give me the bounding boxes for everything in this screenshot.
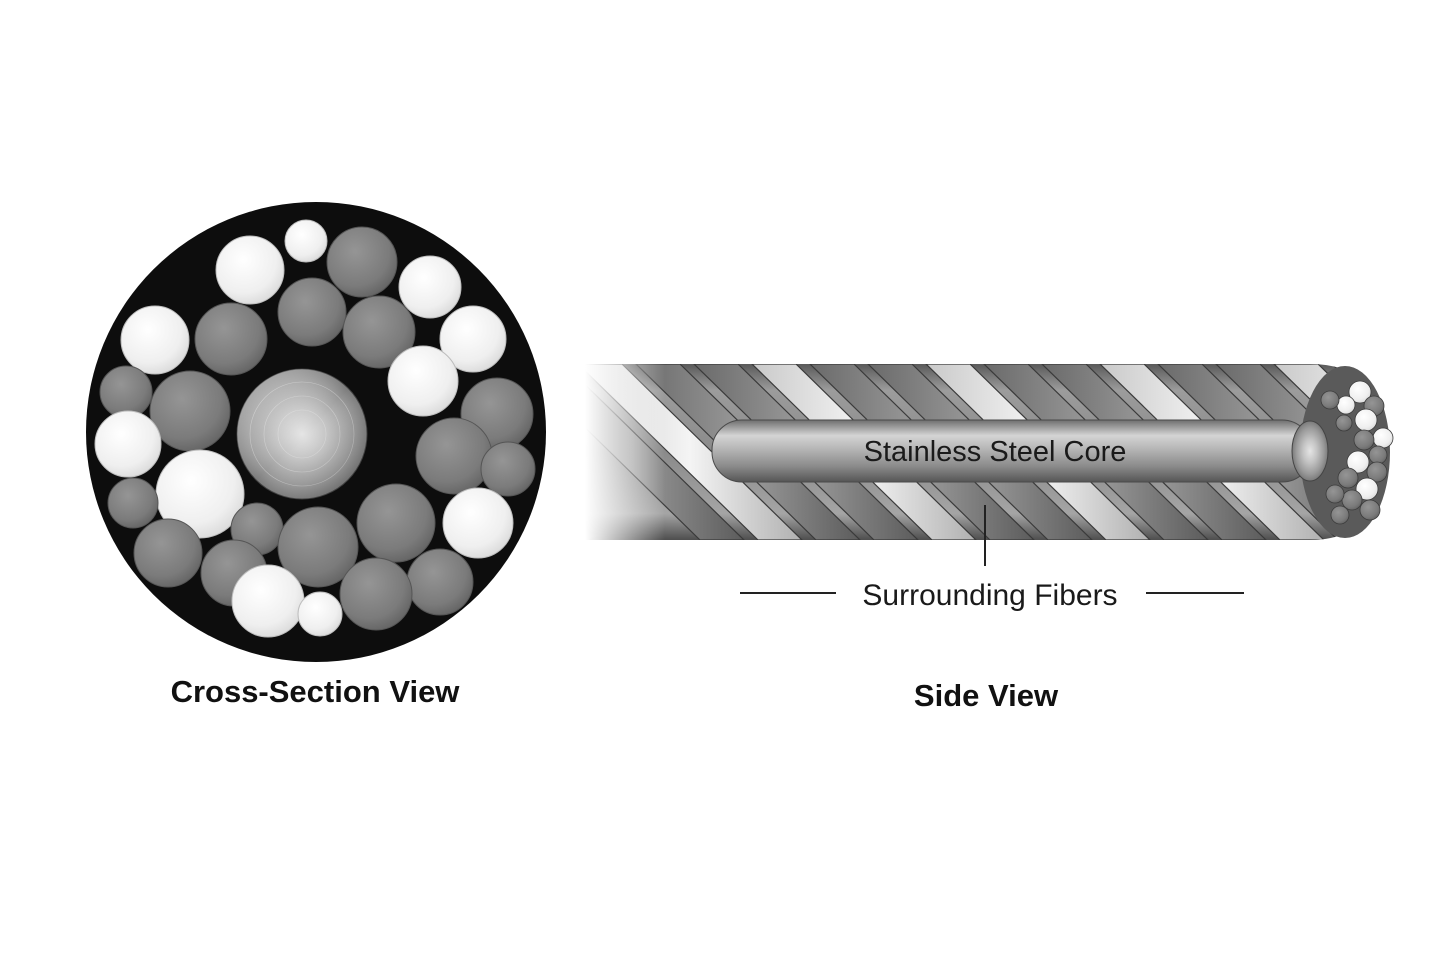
side-view-caption: Side View: [913, 678, 1059, 713]
fiber-strand-dark: [415, 417, 493, 495]
fiber-strand-dark: [342, 295, 416, 369]
fiber-strand-dark: [149, 370, 231, 452]
fiber-strand-light: [215, 235, 285, 305]
fiber-strand-dark: [99, 365, 153, 419]
end-strand-dark: [1341, 489, 1363, 511]
fiber-strand-light: [231, 564, 305, 638]
fiber-strand-light: [398, 255, 462, 319]
fiber-strand-dark: [277, 277, 347, 347]
fibers-label: Surrounding Fibers: [862, 579, 1117, 612]
fiber-strand-light: [284, 219, 328, 263]
end-strand-light: [1355, 477, 1379, 501]
end-strand-light: [1336, 395, 1356, 415]
end-strand-dark: [1330, 505, 1350, 525]
fiber-strand-light: [387, 345, 459, 417]
end-strand-dark: [1353, 429, 1375, 451]
fiber-strand-dark: [133, 518, 203, 588]
end-strand-dark: [1320, 390, 1340, 410]
cable-end-face: [1291, 366, 1394, 538]
fiber-strand-dark: [339, 557, 413, 631]
fiber-strand-light: [439, 305, 507, 373]
end-strand-dark: [1325, 484, 1345, 504]
end-strand-light: [1372, 427, 1394, 449]
fiber-strand-dark: [480, 441, 536, 497]
cross-section-view: [86, 202, 546, 662]
fiber-strand-light: [94, 410, 162, 478]
fiber-strand-dark: [194, 302, 268, 376]
end-strand-dark: [1359, 499, 1381, 521]
end-strand-light: [1348, 380, 1372, 404]
fiber-strand-light: [442, 487, 514, 559]
end-strand-dark: [1368, 445, 1388, 465]
cross-section-fibers: [94, 219, 536, 638]
end-strand-light: [1354, 408, 1378, 432]
end-strands: [1320, 380, 1394, 525]
cross-section-core: [236, 368, 368, 500]
end-strand-dark: [1366, 461, 1388, 483]
fiber-strand-dark: [406, 548, 474, 616]
end-strand-dark: [1337, 467, 1359, 489]
cross-section-caption: Cross-Section View: [170, 674, 460, 709]
end-strand-light: [1346, 450, 1370, 474]
fiber-strand-dark: [107, 477, 159, 529]
fiber-strand-light: [297, 591, 343, 637]
fiber-strand-dark: [326, 226, 398, 298]
fiber-strand-light: [120, 305, 190, 375]
core-label: Stainless Steel Core: [864, 436, 1127, 468]
fiber-strand-dark: [277, 506, 359, 588]
fiber-strand-dark: [356, 483, 436, 563]
end-strand-dark: [1335, 414, 1353, 432]
side-view: Stainless Steel Core Surrounding Fibers: [585, 364, 1394, 612]
